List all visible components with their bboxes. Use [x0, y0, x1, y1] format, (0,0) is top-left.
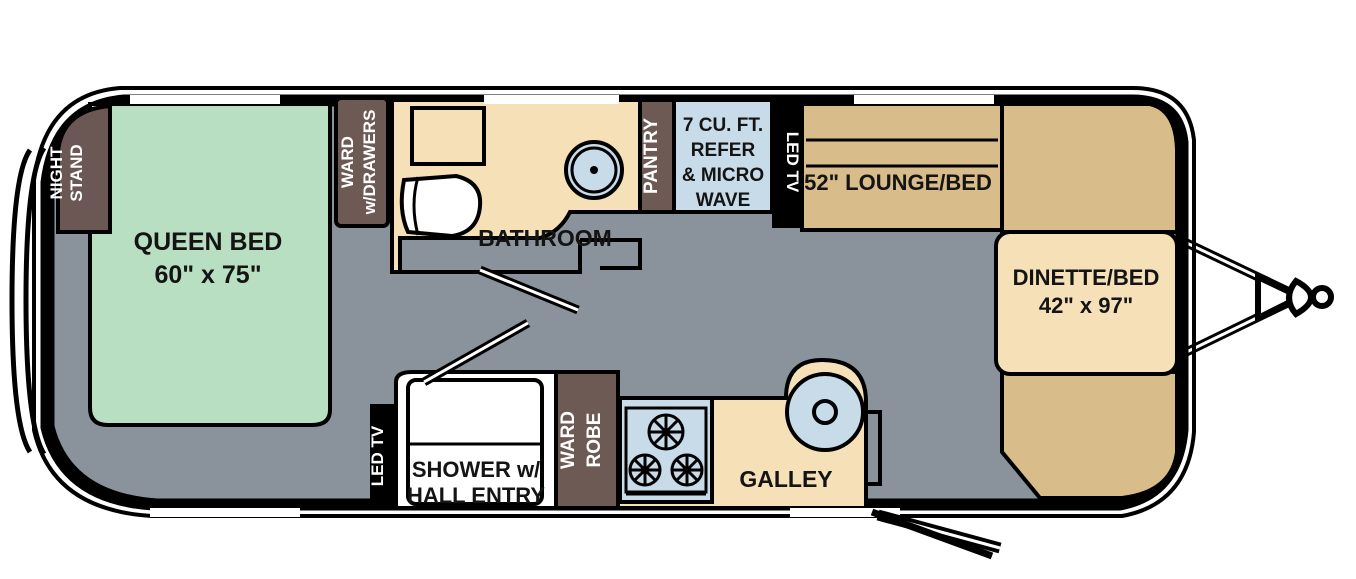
window-rear-top — [130, 95, 280, 104]
window-galley-bottom — [790, 508, 900, 517]
label-refer-line3: & MICRO — [682, 165, 764, 186]
label-shower-line2: HALL ENTRY — [407, 483, 545, 508]
shower-pan — [406, 378, 544, 506]
label-led-tv-upper: LED TV — [783, 132, 802, 193]
entry-door-swing — [870, 508, 1002, 560]
led-tv-upper[interactable] — [772, 96, 802, 228]
label-wardrobe-line2: ROBE — [584, 413, 605, 468]
label-pantry: PANTRY — [641, 118, 662, 194]
three-burner-cooktop — [618, 396, 714, 504]
label-led-tv-lower: LED TV — [368, 425, 387, 486]
label-shower-line1: SHOWER w/ — [412, 457, 540, 482]
label-night-stand-line2: STAND — [67, 144, 86, 201]
label-dinette-bed: DINETTE/BED — [1013, 265, 1160, 290]
room-night-stand[interactable] — [56, 103, 112, 234]
label-refer-line4: WAVE — [696, 190, 751, 211]
led-tv-lower[interactable] — [370, 404, 396, 508]
label-queen-bed-size: 60" x 75" — [154, 261, 261, 289]
label-queen-bed: QUEEN BED — [134, 228, 283, 256]
label-lounge-bed: 52" LOUNGE/BED — [804, 170, 992, 195]
room-shower-hall-entry[interactable] — [394, 370, 558, 510]
label-dinette-bed-size: 42" x 97" — [1039, 293, 1133, 318]
label-ward-drawers-line2: w/DRAWERS — [360, 110, 379, 216]
toilet-fixture — [399, 173, 483, 239]
bathroom-sink-fixture — [564, 140, 624, 200]
label-wardrobe-line1: WARD — [558, 411, 579, 469]
label-refer-line1: 7 CU. FT. — [683, 115, 763, 136]
window-rear-bottom — [150, 508, 300, 517]
galley-sink-fixture — [785, 372, 865, 452]
hall-door-swing — [421, 319, 531, 386]
bathroom-door-swing — [478, 265, 580, 315]
galley-edge-trim — [864, 410, 882, 486]
a-frame-hitch — [1168, 230, 1334, 365]
room-wardrobe[interactable] — [554, 370, 620, 510]
label-ward-drawers-line1: WARD — [338, 136, 357, 188]
room-ward-with-drawers[interactable] — [334, 96, 390, 228]
floorplan-labels: NIGHT STAND QUEEN BED 60" x 75" WARD w/D… — [47, 110, 1159, 508]
window-bath-top — [484, 95, 619, 104]
dinette-seat-lower[interactable] — [1000, 370, 1179, 500]
label-galley: GALLEY — [739, 466, 832, 492]
room-pantry[interactable] — [638, 98, 676, 214]
label-bathroom: BATHROOM — [478, 225, 612, 251]
label-refer-line2: REFER — [691, 140, 756, 161]
window-lounge-top — [854, 95, 994, 104]
label-night-stand-line1: NIGHT — [47, 146, 66, 200]
room-queen-bed[interactable] — [88, 102, 332, 427]
room-dinette-bed[interactable] — [994, 230, 1179, 376]
room-lounge-bed[interactable] — [800, 102, 1004, 232]
room-refer-microwave[interactable] — [672, 98, 774, 214]
dinette-seat-upper[interactable] — [1000, 102, 1179, 234]
bathroom-cabinet — [410, 106, 486, 166]
